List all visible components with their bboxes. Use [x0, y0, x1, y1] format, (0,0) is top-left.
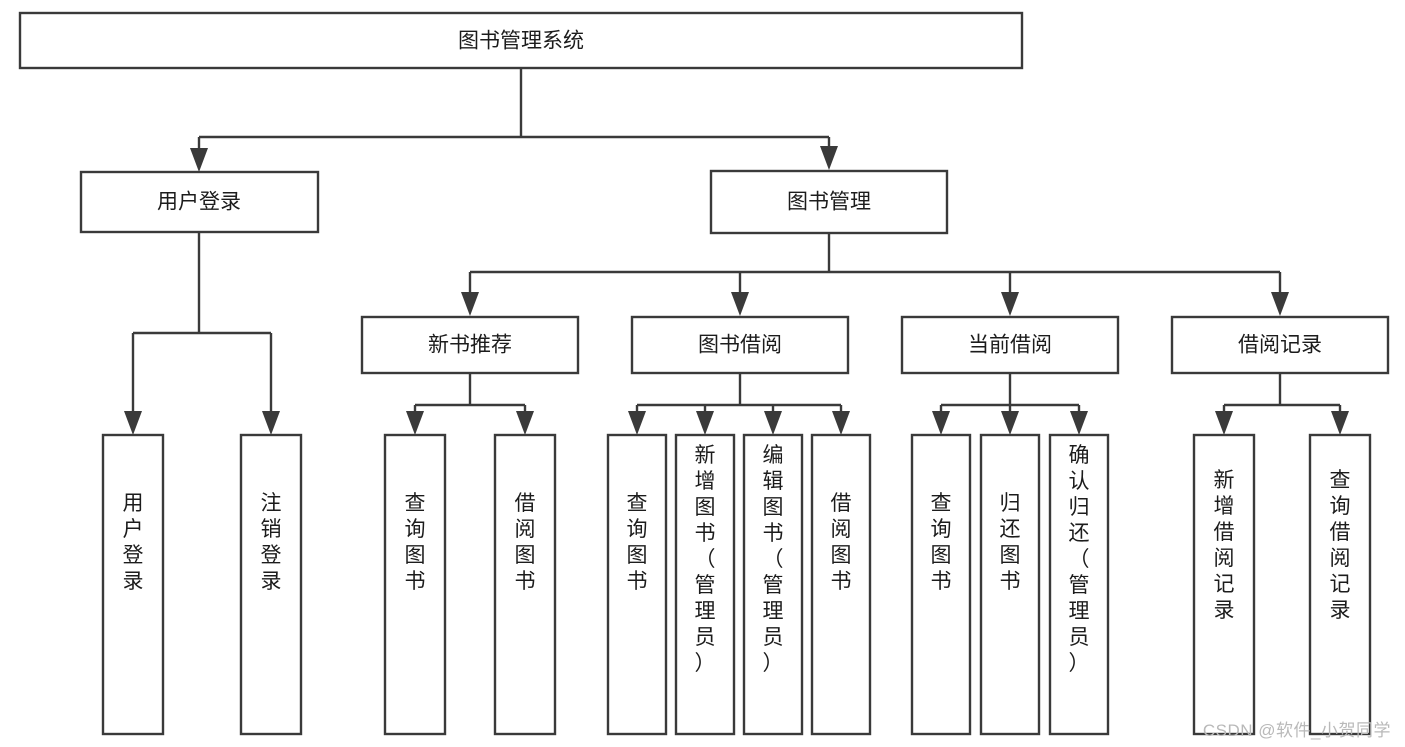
leaf-borrow-record-add[interactable]: 新增借阅记录	[1192, 433, 1256, 736]
leaf-new-book-borrow[interactable]: 借阅图书	[493, 433, 557, 736]
leaf-new-book-borrow-label: 借阅图书	[515, 492, 536, 593]
node-book-borrow-label: 图书借阅	[698, 334, 782, 357]
node-user-login-label: 用户登录	[157, 191, 241, 214]
leaf-user-login-login[interactable]: 用户登录	[101, 433, 165, 736]
connector-layer	[124, 68, 1349, 435]
node-book-manage-box[interactable]	[709, 169, 949, 235]
node-root-book-system[interactable]: 图书管理系统	[18, 11, 1024, 70]
leaf-new-book-query[interactable]: 查询图书	[383, 433, 447, 736]
arrow-to-current-borrow	[1001, 292, 1019, 316]
node-book-manage-label: 图书管理	[787, 191, 871, 214]
arrow-new-book-leaf1	[406, 411, 424, 435]
arrow-to-borrow-record	[1271, 292, 1289, 316]
leaf-book-borrow-borrow[interactable]: 借阅图书	[810, 433, 872, 736]
leaf-current-borrow-confirm-label: 确认归还（管理员）	[1069, 444, 1090, 675]
arrow-borrow-record-leaf2	[1331, 411, 1349, 435]
node-borrow-record-label: 借阅记录	[1238, 334, 1322, 357]
arrow-book-borrow-leaf4	[832, 411, 850, 435]
arrow-book-borrow-leaf3	[764, 411, 782, 435]
leaf-current-borrow-return-label: 归还图书	[1000, 492, 1021, 593]
node-new-book-recommend-label: 新书推荐	[428, 334, 512, 357]
node-root-label: 图书管理系统	[458, 30, 584, 53]
leaf-user-login-logout-label: 注销登录	[261, 492, 282, 593]
leaf-current-borrow-confirm[interactable]: 确认归还（管理员）	[1048, 433, 1110, 736]
leaf-new-book-query-label: 查询图书	[405, 492, 426, 593]
leaf-book-borrow-query-box[interactable]	[606, 433, 668, 736]
leaf-borrow-record-query-box[interactable]	[1308, 433, 1372, 736]
leaf-book-borrow-add-box[interactable]	[674, 433, 736, 736]
leaf-book-borrow-edit-box[interactable]	[742, 433, 804, 736]
arrow-current-borrow-leaf3	[1070, 411, 1088, 435]
leaf-book-borrow-edit-label: 编辑图书（管理员）	[763, 444, 784, 675]
leaf-new-book-query-box[interactable]	[383, 433, 447, 736]
node-book-borrow-box[interactable]	[630, 315, 850, 375]
arrow-to-user-login	[190, 148, 208, 172]
arrow-to-new-book	[461, 292, 479, 316]
leaf-book-borrow-query[interactable]: 查询图书	[606, 433, 668, 736]
node-user-login[interactable]: 用户登录	[79, 170, 320, 234]
leaf-current-borrow-query-box[interactable]	[910, 433, 972, 736]
node-user-login-box[interactable]	[79, 170, 320, 234]
csdn-watermark: CSDN @软件_小贺同学	[1202, 721, 1391, 740]
arrow-user-login-leaf1	[124, 411, 142, 435]
leaf-book-borrow-borrow-label: 借阅图书	[831, 492, 852, 593]
arrow-current-borrow-leaf1	[932, 411, 950, 435]
leaf-borrow-record-add-label: 新增借阅记录	[1214, 469, 1235, 622]
arrow-book-borrow-leaf2	[696, 411, 714, 435]
arrow-borrow-record-leaf1	[1215, 411, 1233, 435]
arrow-book-borrow-leaf1	[628, 411, 646, 435]
node-book-borrow[interactable]: 图书借阅	[630, 315, 850, 375]
leaf-current-borrow-confirm-box[interactable]	[1048, 433, 1110, 736]
leaf-borrow-record-query[interactable]: 查询借阅记录	[1308, 433, 1372, 736]
node-new-book-recommend-box[interactable]	[360, 315, 580, 375]
leaf-book-borrow-borrow-box[interactable]	[810, 433, 872, 736]
leaf-borrow-record-query-label: 查询借阅记录	[1330, 469, 1351, 622]
leaf-current-borrow-return-box[interactable]	[979, 433, 1041, 736]
arrow-to-book-manage	[820, 146, 838, 170]
arrow-to-book-borrow	[731, 292, 749, 316]
node-book-manage[interactable]: 图书管理	[709, 169, 949, 235]
leaf-current-borrow-query-label: 查询图书	[931, 492, 952, 593]
leaf-user-login-login-box[interactable]	[101, 433, 165, 736]
arrow-user-login-leaf2	[262, 411, 280, 435]
leaf-borrow-record-add-box[interactable]	[1192, 433, 1256, 736]
leaf-user-login-logout[interactable]: 注销登录	[239, 433, 303, 736]
leaf-user-login-logout-box[interactable]	[239, 433, 303, 736]
node-current-borrow-box[interactable]	[900, 315, 1120, 375]
node-new-book-recommend[interactable]: 新书推荐	[360, 315, 580, 375]
leaf-book-borrow-query-label: 查询图书	[627, 492, 648, 593]
node-current-borrow[interactable]: 当前借阅	[900, 315, 1120, 375]
leaf-current-borrow-return[interactable]: 归还图书	[979, 433, 1041, 736]
leaf-new-book-borrow-box[interactable]	[493, 433, 557, 736]
leaf-user-login-login-label: 用户登录	[123, 492, 144, 593]
leaf-book-borrow-add-label: 新增图书（管理员）	[695, 444, 716, 675]
leaf-book-borrow-add[interactable]: 新增图书（管理员）	[674, 433, 736, 736]
leaf-book-borrow-edit[interactable]: 编辑图书（管理员）	[742, 433, 804, 736]
leaf-current-borrow-query[interactable]: 查询图书	[910, 433, 972, 736]
node-root-box[interactable]	[18, 11, 1024, 70]
arrow-current-borrow-leaf2	[1001, 411, 1019, 435]
node-current-borrow-label: 当前借阅	[968, 334, 1052, 357]
arrow-new-book-leaf2	[516, 411, 534, 435]
node-borrow-record-box[interactable]	[1170, 315, 1390, 375]
node-borrow-record[interactable]: 借阅记录	[1170, 315, 1390, 375]
